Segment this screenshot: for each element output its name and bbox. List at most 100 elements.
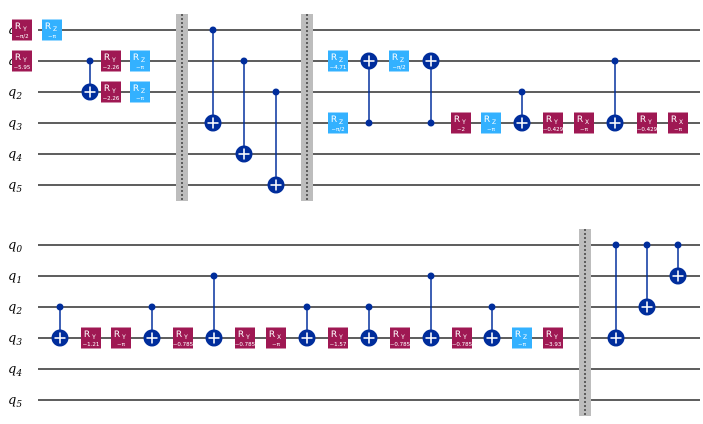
gate-name: R: [392, 53, 398, 63]
gate-parameter: −0.785: [390, 342, 411, 348]
gate-name: R: [455, 330, 461, 340]
gate-parameter: −4.71: [330, 65, 347, 71]
gate-parameter: −π: [580, 127, 589, 133]
gate-subscript: Y: [553, 334, 558, 341]
gate-name: R: [15, 22, 21, 32]
control-dot: [518, 88, 526, 96]
gate-parameter: −5.95: [14, 65, 31, 71]
circuit-row-0: q0q1q2q3q4q5RY−π/2RY−5.95RZ−πRY−2.26RZ−π…: [8, 14, 700, 201]
gate-parameter: −1.21: [83, 342, 100, 348]
gate-parameter: −π/2: [15, 34, 28, 40]
barrier: [176, 14, 188, 201]
gate-subscript: Y: [553, 119, 558, 126]
qubit-label: q3: [8, 116, 22, 133]
qubit-label: q5: [8, 393, 22, 410]
qubit-label: q5: [8, 178, 22, 195]
cnot-gate: [360, 52, 378, 127]
gate-name: R: [577, 115, 583, 125]
control-dot: [210, 272, 218, 280]
qubit-label: q4: [8, 362, 22, 379]
gate-parameter: −0.785: [452, 342, 473, 348]
cnot-gate: [607, 241, 625, 347]
gate-subscript: X: [679, 119, 683, 126]
gate-subscript: Y: [461, 119, 466, 126]
qubit-label: q2: [8, 300, 22, 317]
gate-name: R: [331, 330, 337, 340]
gate-parameter: −π: [136, 65, 145, 71]
control-dot: [148, 303, 156, 311]
gate-name: R: [640, 115, 646, 125]
gate-parameter: −π: [487, 127, 496, 133]
gate-name: R: [515, 330, 521, 340]
qubit-label: q2: [8, 85, 22, 102]
cnot-gate: [204, 26, 222, 132]
gate-parameter: −π: [48, 34, 57, 40]
gate-name: R: [331, 115, 337, 125]
control-dot: [488, 303, 496, 311]
gate-parameter: −0.429: [543, 127, 564, 133]
gate-subscript: Z: [339, 57, 343, 64]
gate-subscript: Y: [462, 334, 467, 341]
cnot-gate: [606, 57, 624, 132]
gate-parameter: −π/2: [392, 65, 405, 71]
qubit-label: q1: [8, 269, 22, 286]
gate-subscript: Z: [141, 57, 145, 64]
control-dot: [303, 303, 311, 311]
gate-name: R: [454, 115, 460, 125]
gate-name: R: [546, 115, 552, 125]
gate-parameter: −π: [674, 127, 683, 133]
gate-parameter: −0.785: [235, 342, 256, 348]
gate-parameter: −0.785: [173, 342, 194, 348]
gate-name: R: [393, 330, 399, 340]
gate-subscript: Z: [400, 57, 404, 64]
gate-parameter: −2: [457, 127, 465, 133]
qubit-label: q4: [8, 147, 22, 164]
cnot-gate: [81, 57, 99, 101]
gate-name: R: [104, 53, 110, 63]
cnot-gate: [638, 241, 656, 316]
cnot-gate: [360, 303, 378, 347]
gate-subscript: Y: [111, 88, 116, 95]
cnot-gate: [143, 303, 161, 347]
gate-subscript: Y: [111, 57, 116, 64]
gate-parameter: −0.429: [637, 127, 658, 133]
gate-subscript: Y: [91, 334, 96, 341]
control-dot: [611, 57, 619, 65]
control-dot: [365, 303, 373, 311]
gate-name: R: [114, 330, 120, 340]
gate-name: R: [238, 330, 244, 340]
gate-subscript: Y: [245, 334, 250, 341]
gate-subscript: Y: [338, 334, 343, 341]
gate-subscript: Z: [492, 119, 496, 126]
cnot-gate: [267, 88, 285, 194]
cnot-gate: [483, 303, 501, 347]
gate-parameter: −π: [136, 96, 145, 102]
gate-name: R: [104, 84, 110, 94]
cnot-gate: [205, 272, 223, 347]
barrier: [579, 229, 591, 416]
gate-parameter: −π/2: [331, 127, 344, 133]
barrier: [301, 14, 313, 201]
gate-subscript: Y: [121, 334, 126, 341]
gate-subscript: X: [585, 119, 589, 126]
cnot-gate: [235, 57, 253, 163]
